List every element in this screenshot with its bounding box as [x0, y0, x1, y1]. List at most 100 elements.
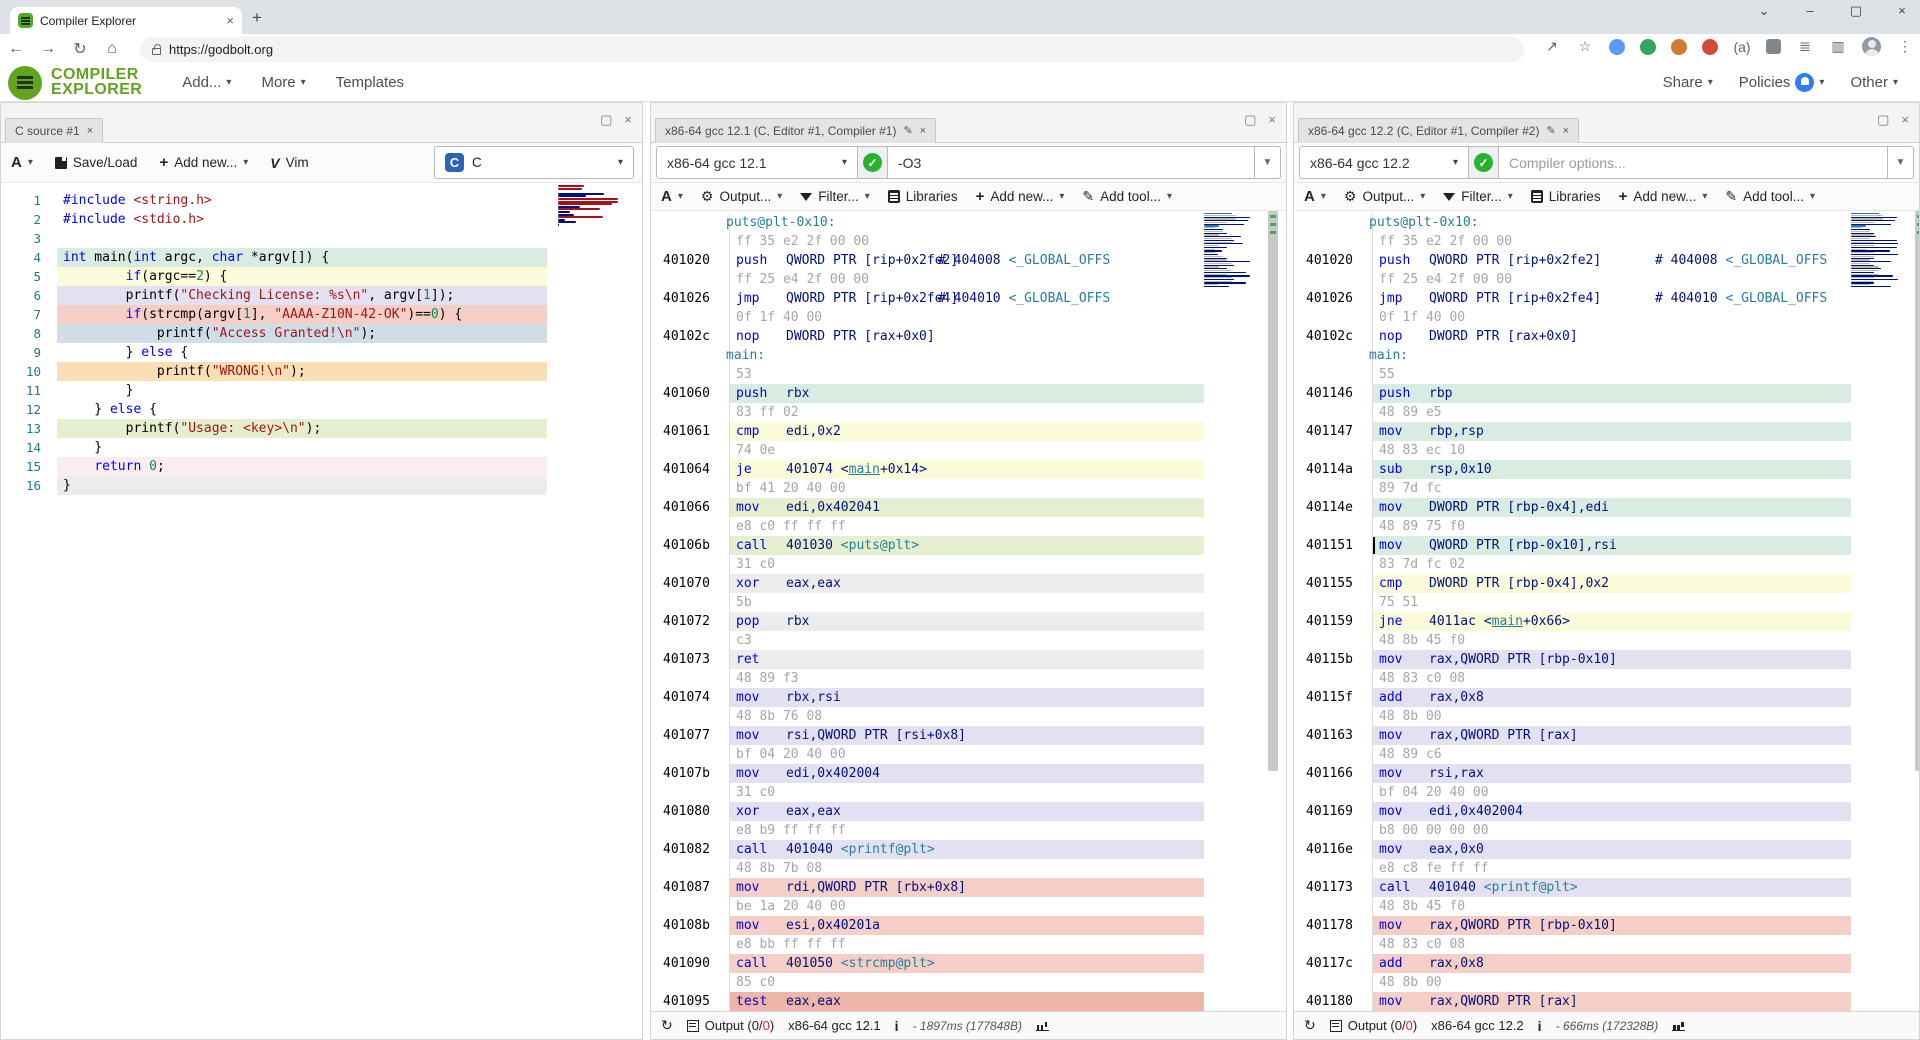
asm-bytes-row[interactable]: bf 41 20 40 00 [651, 479, 1204, 498]
back-icon[interactable]: ← [8, 40, 24, 57]
libraries-button[interactable]: Libraries [887, 189, 958, 204]
asm-bytes-row[interactable]: 48 8b 76 08 [651, 707, 1204, 726]
asm-bytes-row[interactable]: ff 25 e4 2f 00 00 [651, 270, 1204, 289]
asm-bytes-row[interactable]: bf 04 20 40 00 [1294, 783, 1851, 802]
font-size-button[interactable]: A▾ [1304, 188, 1326, 205]
asm-bytes-row[interactable]: b8 00 00 00 00 [1294, 821, 1851, 840]
asm-bytes-row[interactable]: 85 c0 [651, 973, 1204, 992]
extension-green-icon[interactable] [1640, 38, 1656, 55]
scrollbar-thumb[interactable] [1268, 211, 1278, 771]
close-pane-icon[interactable]: × [624, 112, 632, 127]
source-line[interactable]: 6 printf("Checking License: %s\n", argv[… [1, 286, 547, 305]
maximize-pane-icon[interactable]: ▢ [1877, 112, 1890, 127]
maximize-icon[interactable]: ▢ [1849, 3, 1863, 18]
tab-close-icon[interactable]: × [1562, 124, 1570, 137]
asm-bytes-row[interactable]: 48 8b 45 f0 [1294, 897, 1851, 916]
asm-bytes-row[interactable]: 48 8b 7b 08 [651, 859, 1204, 878]
minimize-icon[interactable]: – [1806, 3, 1814, 18]
forward-icon[interactable]: → [40, 40, 56, 57]
profile-avatar[interactable] [1862, 37, 1881, 56]
rename-pencil-icon[interactable]: ✎ [1546, 125, 1556, 137]
add-new-button[interactable]: + Add new...▾ [1618, 188, 1708, 205]
asm-bytes-row[interactable]: 31 c0 [651, 555, 1204, 574]
side-panel-icon[interactable]: ▥ [1831, 38, 1845, 54]
tab-close-icon[interactable]: × [919, 124, 927, 137]
source-line[interactable]: 8 printf("Access Granted!\n"); [1, 324, 547, 343]
extension-blue-icon[interactable] [1609, 38, 1625, 55]
asm-bytes-row[interactable]: ff 35 e2 2f 00 00 [651, 232, 1204, 251]
add-new-button[interactable]: + Add new...▾ [975, 188, 1065, 205]
asm-bytes-row[interactable]: 48 83 c0 08 [1294, 669, 1851, 688]
timing-chart-icon[interactable] [1672, 1020, 1686, 1031]
browser-tab[interactable]: Compiler Explorer × [10, 7, 242, 34]
source-minimap[interactable] [558, 185, 624, 227]
compiler-options-input[interactable]: Compiler options... [1499, 146, 1888, 179]
source-line[interactable]: 13 printf("Usage: <key>\n"); [1, 419, 547, 438]
asm-bytes-row[interactable]: 0f 1f 40 00 [1294, 308, 1851, 327]
maximize-pane-icon[interactable]: ▢ [1244, 112, 1257, 127]
asm-bytes-row[interactable]: ff 25 e4 2f 00 00 [1294, 270, 1851, 289]
nav-policies[interactable]: Policies▾ [1739, 73, 1824, 92]
asm-label-row[interactable]: puts@plt-0x10: [1294, 213, 1851, 232]
asm-label-row[interactable]: main: [651, 346, 1204, 365]
output-options-button[interactable]: ⚙ Output...▾ [1343, 188, 1426, 204]
tab-c-source[interactable]: C source #1 × [5, 118, 104, 143]
close-pane-icon[interactable]: × [1268, 112, 1276, 127]
timing-chart-icon[interactable] [1035, 1020, 1049, 1031]
source-line[interactable]: 15 return 0; [1, 457, 547, 476]
extensions-puzzle-icon[interactable] [1766, 39, 1781, 54]
asm-bytes-row[interactable]: 89 7d fc [1294, 479, 1851, 498]
reload-icon[interactable]: ↻ [73, 41, 87, 58]
nav-templates[interactable]: Templates [336, 74, 404, 91]
asm-minimap[interactable] [1204, 213, 1262, 288]
scrollbar-thumb[interactable] [1915, 211, 1919, 771]
asm-bytes-row[interactable]: 48 89 e5 [1294, 403, 1851, 422]
nav-other[interactable]: Other▾ [1850, 74, 1898, 91]
source-line[interactable]: 1#include <string.h> [1, 191, 547, 210]
source-line[interactable]: 10 printf("WRONG!\n"); [1, 362, 547, 381]
asm-bytes-row[interactable]: c3 [651, 631, 1204, 650]
options-dropdown-icon[interactable]: ▼ [1888, 146, 1914, 179]
asm-bytes-row[interactable]: 48 89 f3 [651, 669, 1204, 688]
output-toggle[interactable]: Output (0/0) [686, 1018, 774, 1033]
share-icon[interactable]: ↗ [1546, 38, 1558, 54]
asm-bytes-row[interactable]: 75 51 [1294, 593, 1851, 612]
add-tool-button[interactable]: ✎ Add tool...▾ [1082, 188, 1172, 204]
options-dropdown-icon[interactable]: ▼ [1255, 146, 1281, 179]
font-size-button[interactable]: A▾ [11, 154, 33, 171]
compiler-explorer-logo-icon[interactable] [8, 65, 42, 100]
asm-bytes-row[interactable]: e8 bb ff ff ff [651, 935, 1204, 954]
recompile-icon[interactable]: ↻ [661, 1017, 673, 1033]
new-tab-button[interactable]: + [252, 8, 262, 27]
asm-bytes-row[interactable]: e8 b9 ff ff ff [651, 821, 1204, 840]
asm-bytes-row[interactable]: 5b [651, 593, 1204, 612]
site-logo-text[interactable]: COMPILER EXPLORER [51, 66, 143, 98]
add-new-button[interactable]: + Add new...▾ [159, 154, 249, 171]
close-pane-icon[interactable]: × [1901, 112, 1909, 127]
